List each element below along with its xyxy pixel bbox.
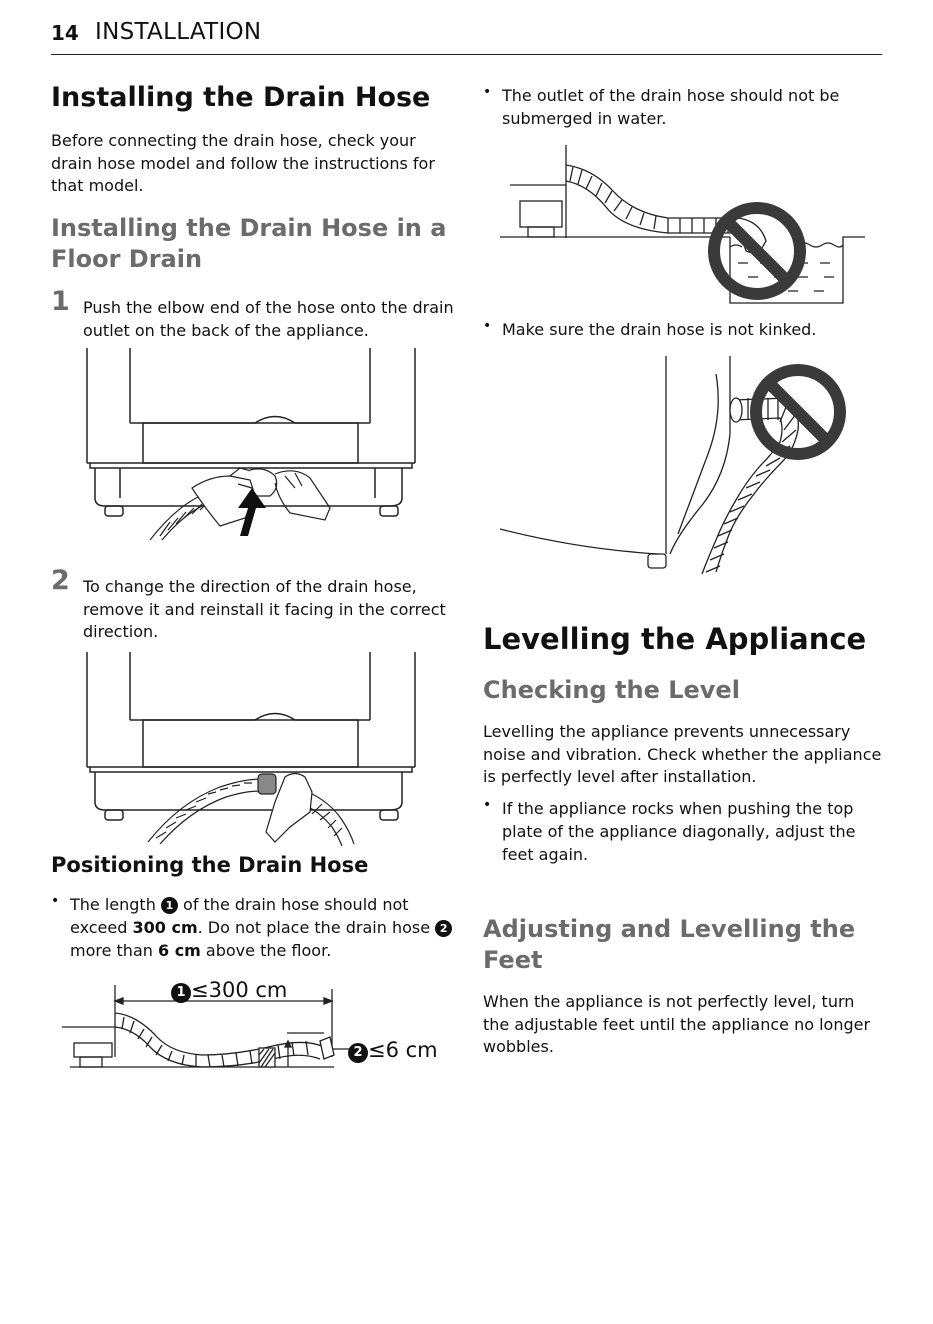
adjust-heading-line1: Adjusting and Levelling the bbox=[483, 915, 856, 943]
bullet-dot: • bbox=[483, 84, 492, 100]
marker-2-icon: 2 bbox=[348, 1043, 368, 1063]
floor-drain-heading: Installing the Drain Hose in a Floor Dra… bbox=[51, 213, 446, 275]
page-number: 14 bbox=[51, 21, 79, 45]
marker-1: 1 bbox=[160, 897, 178, 914]
step-2-text: To change the direction of the drain hos… bbox=[83, 577, 446, 641]
max-height-label: 2≤6 cm bbox=[348, 1038, 438, 1063]
checking-text: Levelling the appliance prevents unneces… bbox=[483, 722, 882, 786]
checking-heading: Checking the Level bbox=[483, 676, 740, 704]
bullet-dot: • bbox=[51, 893, 60, 909]
prohibited-icon bbox=[750, 364, 846, 460]
page-header: 14 INSTALLATION bbox=[51, 18, 882, 55]
kinked-hose-illustration bbox=[499, 356, 846, 575]
adjust-heading: Adjusting and Levelling the Feet bbox=[483, 914, 855, 976]
adjust-text: When the appliance is not perfectly leve… bbox=[483, 992, 871, 1056]
checking-bullet: • If the appliance rocks when pushing th… bbox=[483, 797, 883, 866]
page-title: Installing the Drain Hose bbox=[51, 82, 431, 113]
step-1-number: 1 bbox=[51, 286, 70, 317]
kinked-bullet-text: Make sure the drain hose is not kinked. bbox=[502, 320, 817, 339]
floor-drain-heading-line1: Installing the Drain Hose in a bbox=[51, 214, 447, 242]
submerged-bullet: • The outlet of the drain hose should no… bbox=[483, 84, 883, 130]
positioning-bullet: • The length 1 of the drain hose should … bbox=[51, 893, 456, 962]
hose-elbow-illustration bbox=[86, 348, 416, 541]
bullet-dot: • bbox=[483, 318, 492, 334]
adjust-heading-line2: Feet bbox=[483, 946, 543, 974]
submerged-bullet-text: The outlet of the drain hose should not … bbox=[502, 86, 840, 128]
checking-bullet-text: If the appliance rocks when pushing the … bbox=[502, 799, 856, 864]
positioning-heading: Positioning the Drain Hose bbox=[51, 853, 369, 877]
max-length-label: 1≤300 cm bbox=[171, 978, 287, 1003]
step-1-text: Push the elbow end of the hose onto the … bbox=[83, 298, 454, 340]
hose-dimension-illustration bbox=[62, 985, 352, 1068]
marker-2: 2 bbox=[435, 920, 453, 937]
intro-text: Before connecting the drain hose, check … bbox=[51, 131, 435, 195]
positioning-bullet-text: The length 1 of the drain hose should no… bbox=[70, 893, 456, 962]
marker-1-icon: 1 bbox=[171, 983, 191, 1003]
section-title: INSTALLATION bbox=[95, 19, 262, 45]
kinked-bullet: • Make sure the drain hose is not kinked… bbox=[483, 318, 883, 341]
floor-drain-heading-line2: Floor Drain bbox=[51, 245, 203, 273]
hose-direction-illustration bbox=[86, 652, 416, 847]
submerged-hose-illustration bbox=[500, 145, 865, 304]
step-2-number: 2 bbox=[51, 565, 70, 596]
bullet-dot: • bbox=[483, 797, 492, 813]
prohibited-icon bbox=[708, 202, 806, 300]
levelling-title: Levelling the Appliance bbox=[483, 622, 867, 656]
